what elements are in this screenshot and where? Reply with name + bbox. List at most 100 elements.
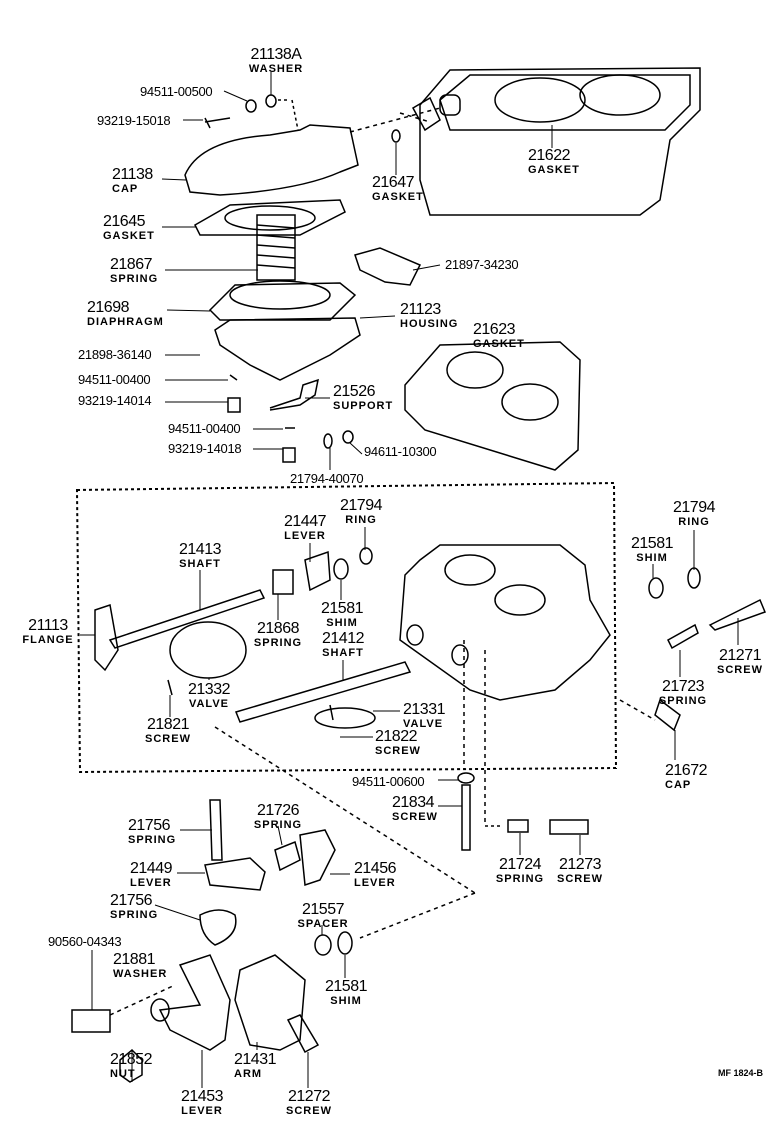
part-number: 21272 (287, 1088, 330, 1105)
part-number: 21645 (103, 213, 145, 230)
part-name: ARM (234, 1068, 263, 1080)
part-name: SUPPORT (333, 400, 394, 412)
part-name: SCREW (286, 1105, 332, 1117)
part-number: 21794 (340, 497, 383, 514)
part-name: SPRING (110, 909, 159, 921)
part-number: 21724 (499, 856, 542, 873)
part-name: SHIM (330, 995, 362, 1007)
part-number: 21756 (128, 817, 171, 834)
part-name: CAP (112, 183, 139, 195)
part-name: WASHER (113, 968, 168, 980)
part-number: 21821 (146, 716, 189, 733)
part-name: SCREW (557, 873, 603, 885)
cap-drawing (184, 124, 359, 196)
part-name: SCREW (375, 745, 421, 757)
label-94511-00400: 94511-00400 (78, 372, 151, 387)
part-number: 21431 (234, 1051, 277, 1068)
part-number: 21138 (112, 166, 153, 183)
part-name: GASKET (372, 191, 424, 203)
part-name: FLANGE (22, 634, 74, 646)
part-name: GASKET (473, 338, 525, 350)
part-number: 21867 (110, 256, 153, 273)
part-name: SHIM (636, 552, 668, 564)
part-number: 21581 (321, 600, 364, 617)
part-number: 21447 (284, 513, 327, 530)
part-name: SHAFT (179, 558, 221, 570)
part-number: 21331 (403, 701, 446, 718)
part-number: 21672 (665, 762, 708, 779)
part-number: 21647 (372, 174, 414, 191)
part-number: 21332 (188, 681, 231, 698)
part-number: 21581 (325, 978, 368, 995)
part-number: 21557 (302, 901, 345, 918)
part-name: VALVE (188, 698, 230, 710)
part-name: LEVER (354, 877, 396, 889)
part-name: NUT (110, 1068, 136, 1080)
part-name: GASKET (103, 230, 155, 242)
part-number: 21413 (179, 541, 222, 558)
part-number: 21113 (28, 617, 68, 634)
part-name: SPRING (110, 273, 159, 285)
part-name: WASHER (248, 63, 304, 75)
part-name: HOUSING (400, 318, 459, 330)
part-name: SHAFT (322, 647, 364, 659)
subassembly-boundary (75, 481, 618, 774)
throttle-body-drawing (399, 544, 611, 701)
part-name: LEVER (181, 1105, 223, 1117)
part-name: GASKET (528, 164, 580, 176)
part-number: 21622 (528, 147, 570, 164)
part-number: 21526 (333, 383, 376, 400)
label-21897-34230: 21897-34230 (445, 257, 519, 272)
part-number: 21698 (87, 299, 129, 316)
part-number: 21868 (257, 620, 300, 637)
part-name: CAP (665, 779, 692, 791)
part-name: SCREW (717, 664, 763, 676)
part-name: SPRING (253, 637, 303, 649)
part-number: 21453 (181, 1088, 224, 1105)
part-name: SPACER (297, 918, 349, 930)
part-number: 21623 (473, 321, 515, 338)
part-name: SPRING (253, 819, 303, 831)
part-name: SCREW (145, 733, 191, 745)
throttle-gasket-drawing (404, 341, 581, 471)
part-name: RING (345, 514, 377, 526)
part-number: 21756 (110, 892, 153, 909)
part-number: 21271 (718, 647, 761, 664)
label-93219-14014: 93219-14014 (78, 393, 152, 408)
part-number: 21794 (673, 499, 716, 516)
part-name: SPRING (128, 834, 177, 846)
part-name: LEVER (284, 530, 326, 542)
figure-code: MF 1824-B (718, 1068, 764, 1078)
part-number: 21138A (250, 46, 302, 63)
label-94511-00600: 94511-00600 (352, 774, 425, 789)
part-number: 21852 (110, 1051, 153, 1068)
part-number: 21412 (322, 630, 365, 647)
part-number: 21123 (400, 301, 441, 318)
